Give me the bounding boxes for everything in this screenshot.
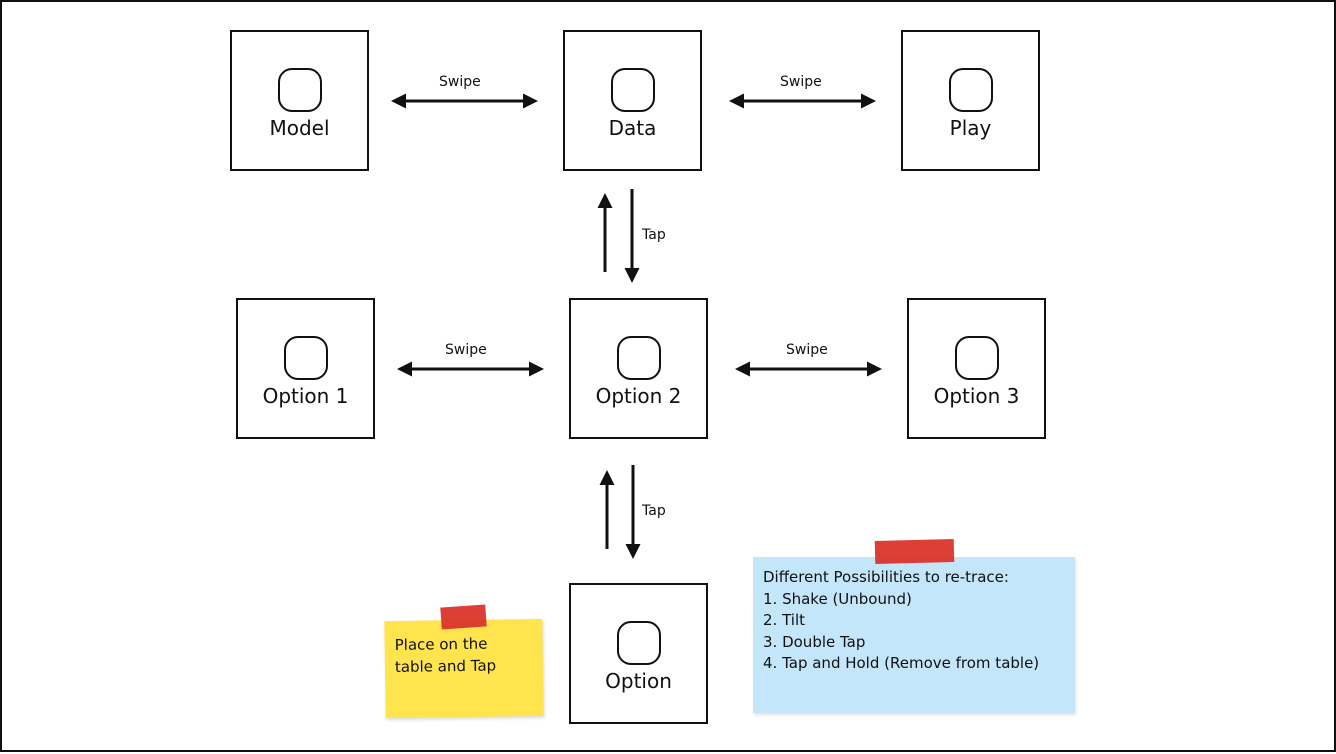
- screen-data: Data: [563, 30, 702, 171]
- screen-label: Data: [608, 116, 657, 140]
- edge-label-option2-option3: Swipe: [786, 342, 828, 358]
- screen-icon: [283, 336, 328, 380]
- screen-label: Option: [605, 669, 672, 693]
- screen-option-1: Option 1: [236, 298, 375, 439]
- edge-label-option1-option2: Swipe: [445, 342, 487, 358]
- edge-label-option2-option: Tap: [642, 503, 666, 519]
- sticky-note-blue: Different Possibilities to re-trace: 1. …: [753, 557, 1075, 713]
- screen-icon: [616, 336, 661, 380]
- screen-icon: [948, 68, 993, 112]
- screen-icon: [277, 68, 322, 112]
- screen-icon: [616, 621, 661, 665]
- screen-label: Option 3: [933, 384, 1020, 408]
- sticky-note-yellow: Place on the table and Tap: [384, 618, 544, 719]
- edge-label-model-data: Swipe: [439, 74, 481, 90]
- screen-play: Play: [901, 30, 1040, 171]
- note-line: 2. Tilt: [763, 611, 805, 629]
- screen-label: Option 2: [595, 384, 682, 408]
- screen-option-3: Option 3: [907, 298, 1046, 439]
- note-line: Different Possibilities to re-trace:: [763, 568, 1009, 586]
- screen-label: Play: [949, 116, 992, 140]
- screen-label: Model: [269, 116, 330, 140]
- tape-strip: [440, 604, 487, 630]
- note-line: table and Tap: [394, 656, 497, 676]
- screen-icon: [954, 336, 999, 380]
- screen-model: Model: [230, 30, 369, 171]
- note-line: Place on the: [394, 634, 488, 654]
- edge-label-data-option2: Tap: [642, 227, 666, 243]
- screen-label: Option 1: [262, 384, 349, 408]
- screen-icon: [610, 68, 655, 112]
- screen-option: Option: [569, 583, 708, 724]
- edge-label-data-play: Swipe: [780, 74, 822, 90]
- note-line: 4. Tap and Hold (Remove from table): [763, 654, 1040, 672]
- screen-option-2: Option 2: [569, 298, 708, 439]
- tape-strip: [874, 538, 955, 565]
- note-line: 1. Shake (Unbound): [763, 589, 912, 608]
- note-line: 3. Double Tap: [763, 632, 866, 651]
